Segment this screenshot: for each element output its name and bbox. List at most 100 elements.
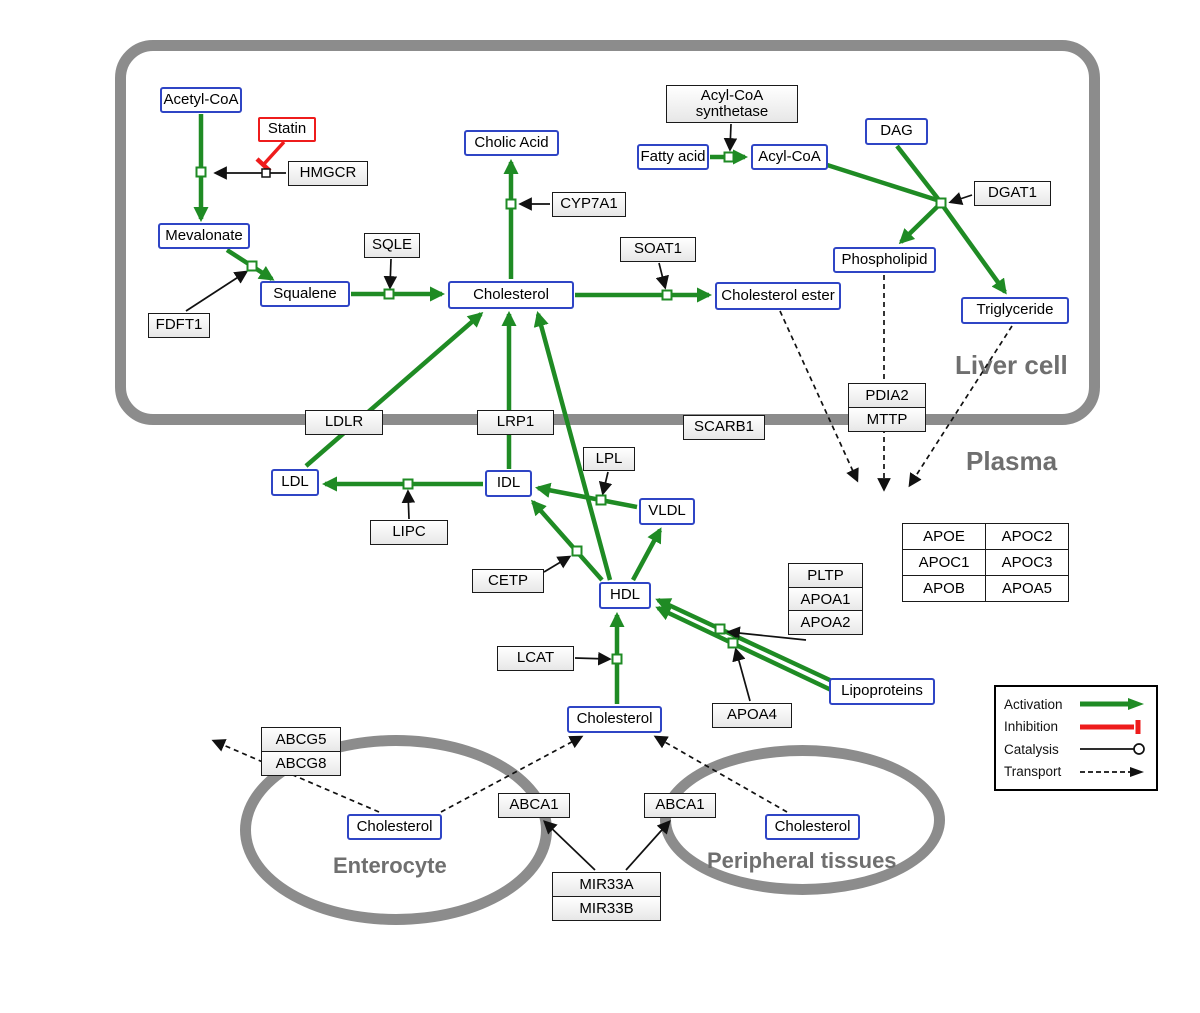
edge-junction-triglyceride bbox=[941, 204, 1007, 295]
reaction-node bbox=[611, 653, 623, 665]
node-mir33a[interactable]: MIR33A bbox=[552, 872, 661, 897]
node-scarb1[interactable]: SCARB1 bbox=[683, 415, 765, 440]
node-lcat[interactable]: LCAT bbox=[497, 646, 574, 671]
node-apoa2[interactable]: APOA2 bbox=[788, 610, 863, 635]
catalysis-edges bbox=[185, 123, 973, 871]
node-ldlr[interactable]: LDLR bbox=[305, 410, 383, 435]
node-ldl[interactable]: LDL bbox=[271, 469, 319, 496]
node-pdia2[interactable]: PDIA2 bbox=[848, 383, 926, 408]
node-cholic-acid[interactable]: Cholic Acid bbox=[464, 130, 559, 156]
node-fdft1[interactable]: FDFT1 bbox=[148, 313, 210, 338]
node-abca1-left[interactable]: ABCA1 bbox=[498, 793, 570, 818]
node-mttp[interactable]: MTTP bbox=[848, 406, 926, 432]
node-lrp1[interactable]: LRP1 bbox=[477, 410, 554, 435]
edge-soat1-node bbox=[655, 262, 669, 290]
statin-inhibition-line bbox=[262, 140, 286, 166]
legend-catalysis-label: Catalysis bbox=[1004, 741, 1059, 757]
legend-activation: Activation bbox=[1004, 693, 1148, 716]
node-soat1[interactable]: SOAT1 bbox=[620, 237, 696, 262]
transport-dashed-arrow-icon bbox=[1080, 766, 1144, 777]
legend-inhibition-label: Inhibition bbox=[1004, 719, 1059, 735]
node-squalene[interactable]: Squalene bbox=[260, 281, 350, 307]
edge-acylcoa-junction bbox=[823, 161, 941, 204]
legend: Activation Inhibition Catalysis Transpor… bbox=[994, 685, 1158, 791]
catalysis-circle-icon bbox=[1080, 743, 1145, 756]
edge-enterocyte-cholesterol-efflux bbox=[211, 739, 380, 813]
legend-transport-label: Transport bbox=[1004, 764, 1062, 780]
node-cetp[interactable]: CETP bbox=[472, 569, 544, 593]
node-pltp[interactable]: PLTP bbox=[788, 563, 863, 588]
node-acetyl-coa[interactable]: Acetyl-CoA bbox=[160, 87, 242, 113]
edge-lipoproteins-hdl-lower bbox=[655, 605, 847, 700]
edge-cetp-node bbox=[543, 555, 572, 573]
node-idl[interactable]: IDL bbox=[485, 470, 532, 497]
node-cholesterol-peripheral[interactable]: Cholesterol bbox=[765, 814, 860, 840]
node-phospholipid[interactable]: Phospholipid bbox=[833, 247, 936, 273]
node-apob[interactable]: APOB bbox=[902, 575, 986, 602]
node-statin[interactable]: Statin bbox=[258, 117, 316, 142]
edge-mir33-abca1-right bbox=[625, 819, 671, 871]
node-acyl-coa[interactable]: Acyl-CoA bbox=[751, 144, 828, 170]
legend-catalysis: Catalysis bbox=[1004, 738, 1148, 761]
node-dag[interactable]: DAG bbox=[865, 118, 928, 145]
node-triglyceride[interactable]: Triglyceride bbox=[961, 297, 1069, 324]
node-fatty-acid[interactable]: Fatty acid bbox=[637, 144, 709, 170]
inhibition-edge-statin-hmgcr bbox=[255, 140, 286, 173]
reaction-node bbox=[727, 637, 739, 649]
liver-cell-membrane bbox=[115, 40, 1100, 425]
reaction-node bbox=[246, 260, 258, 272]
node-apoc1[interactable]: APOC1 bbox=[902, 549, 986, 576]
legend-activation-label: Activation bbox=[1004, 696, 1063, 712]
node-abcg8[interactable]: ABCG8 bbox=[261, 750, 341, 776]
reaction-nodes bbox=[195, 151, 947, 665]
edge-lpl-node bbox=[598, 471, 613, 496]
edge-apostack-node bbox=[726, 626, 807, 641]
node-mir33b[interactable]: MIR33B bbox=[552, 895, 661, 921]
edge-dgat1-node bbox=[948, 192, 973, 206]
node-cholesterol-enterocyte[interactable]: Cholesterol bbox=[347, 814, 442, 840]
node-vldl[interactable]: VLDL bbox=[639, 498, 695, 525]
node-hdl[interactable]: HDL bbox=[599, 582, 651, 609]
node-hmgcr[interactable]: HMGCR bbox=[288, 161, 368, 186]
node-cholesterol-ester[interactable]: Cholesterol ester bbox=[715, 282, 841, 310]
edge-peripheral-to-plasma-cholesterol bbox=[653, 735, 788, 813]
pdia2-mttp-stack: PDIA2 MTTP bbox=[848, 383, 926, 432]
apolipoprotein-table: APOE APOC2 APOC1 APOC3 APOB APOA5 bbox=[902, 523, 1069, 602]
node-apoc2[interactable]: APOC2 bbox=[985, 523, 1069, 550]
node-apoe[interactable]: APOE bbox=[902, 523, 986, 550]
edge-triglyceride-plasma bbox=[908, 325, 1013, 488]
node-lipoproteins[interactable]: Lipoproteins bbox=[829, 678, 935, 705]
node-cholesterol-plasma[interactable]: Cholesterol bbox=[567, 706, 662, 733]
node-sqle[interactable]: SQLE bbox=[364, 233, 420, 258]
node-apoa1[interactable]: APOA1 bbox=[788, 586, 863, 612]
node-abcg5[interactable]: ABCG5 bbox=[261, 727, 341, 752]
reaction-node bbox=[505, 198, 517, 210]
node-apoa4[interactable]: APOA4 bbox=[712, 703, 792, 728]
liver-cell-label: Liver cell bbox=[955, 350, 1068, 380]
node-acyl-coa-synthetase[interactable]: Acyl-CoA synthetase bbox=[666, 85, 798, 123]
node-abca1-right[interactable]: ABCA1 bbox=[644, 793, 716, 818]
node-cyp7a1[interactable]: CYP7A1 bbox=[552, 192, 626, 217]
pltp-apoa-stack: PLTP APOA1 APOA2 bbox=[788, 563, 863, 635]
edge-hdl-cholesterol bbox=[533, 311, 613, 581]
hmgcr-catalysis-node bbox=[261, 168, 271, 178]
edge-vldl-idl bbox=[534, 482, 638, 510]
node-cholesterol-liver[interactable]: Cholesterol bbox=[448, 281, 574, 309]
node-apoc3[interactable]: APOC3 bbox=[985, 549, 1069, 576]
node-apoa5[interactable]: APOA5 bbox=[985, 575, 1069, 602]
reaction-node bbox=[661, 289, 673, 301]
reaction-node bbox=[723, 151, 735, 163]
edge-fdft1-node bbox=[185, 270, 249, 312]
enterocyte-label: Enterocyte bbox=[333, 853, 447, 878]
node-lpl[interactable]: LPL bbox=[583, 447, 635, 471]
node-lipc[interactable]: LIPC bbox=[370, 520, 448, 545]
edge-junction-phospholipid bbox=[898, 204, 940, 245]
edge-cholesterolester-plasma bbox=[779, 310, 859, 483]
edge-ldl-cholesterol bbox=[304, 311, 484, 468]
inhibition-tbar-icon bbox=[1080, 719, 1141, 734]
edge-sqle-node bbox=[383, 258, 398, 290]
node-mevalonate[interactable]: Mevalonate bbox=[158, 223, 250, 249]
node-dgat1[interactable]: DGAT1 bbox=[974, 181, 1051, 206]
reaction-node bbox=[383, 288, 395, 300]
